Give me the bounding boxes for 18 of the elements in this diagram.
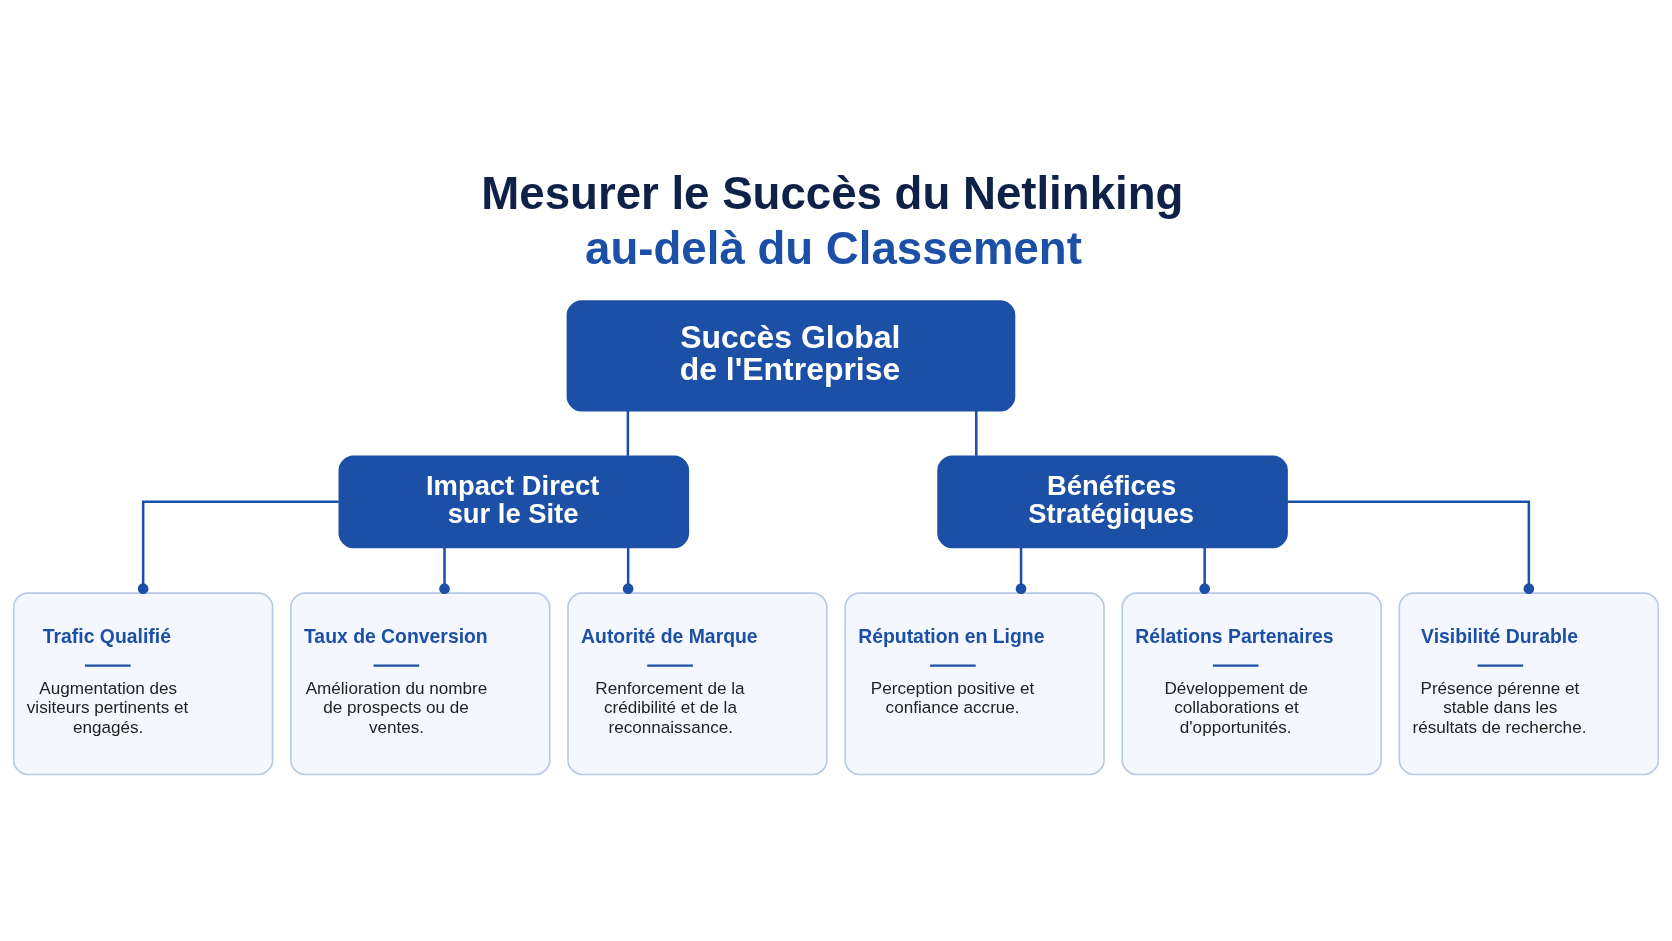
- diagram-title: Mesurer le Succès du Netlinking au-delà du Classement: [481, 167, 1184, 274]
- node-box: Réputation en Ligne Perception positive et confiance accrue.: [844, 592, 1105, 776]
- node-box: Succès Global de l'Entreprise: [566, 300, 1016, 412]
- connector: [137, 500, 339, 595]
- node-box: Taux de Conversion Amélioration du nombre de prospects ou de ventes.: [290, 592, 551, 776]
- connector: [439, 547, 450, 595]
- connector: [622, 547, 634, 595]
- connector: [1199, 547, 1211, 595]
- connector: [1287, 500, 1535, 595]
- node-box: Bénéfices Stratégiques: [937, 455, 1288, 549]
- node-box: Rélations Partenaires Développement de collaborations et d'opportunités.: [1121, 592, 1382, 776]
- node-box: Impact Direct sur le Site: [338, 455, 690, 549]
- connector: [975, 410, 978, 456]
- node-box: Autorité de Marque Renforcement de la crédibilité et de la reconnaissance.: [567, 592, 828, 776]
- connector: [1015, 547, 1027, 595]
- connector: [626, 410, 630, 456]
- node-box: Visibilité Durable Présence pérenne et stable dans les résultats de recherche.: [1398, 592, 1660, 776]
- node-box: Trafic Qualifié Augmentation des visiteurs pertinents et engagés.: [12, 592, 274, 776]
